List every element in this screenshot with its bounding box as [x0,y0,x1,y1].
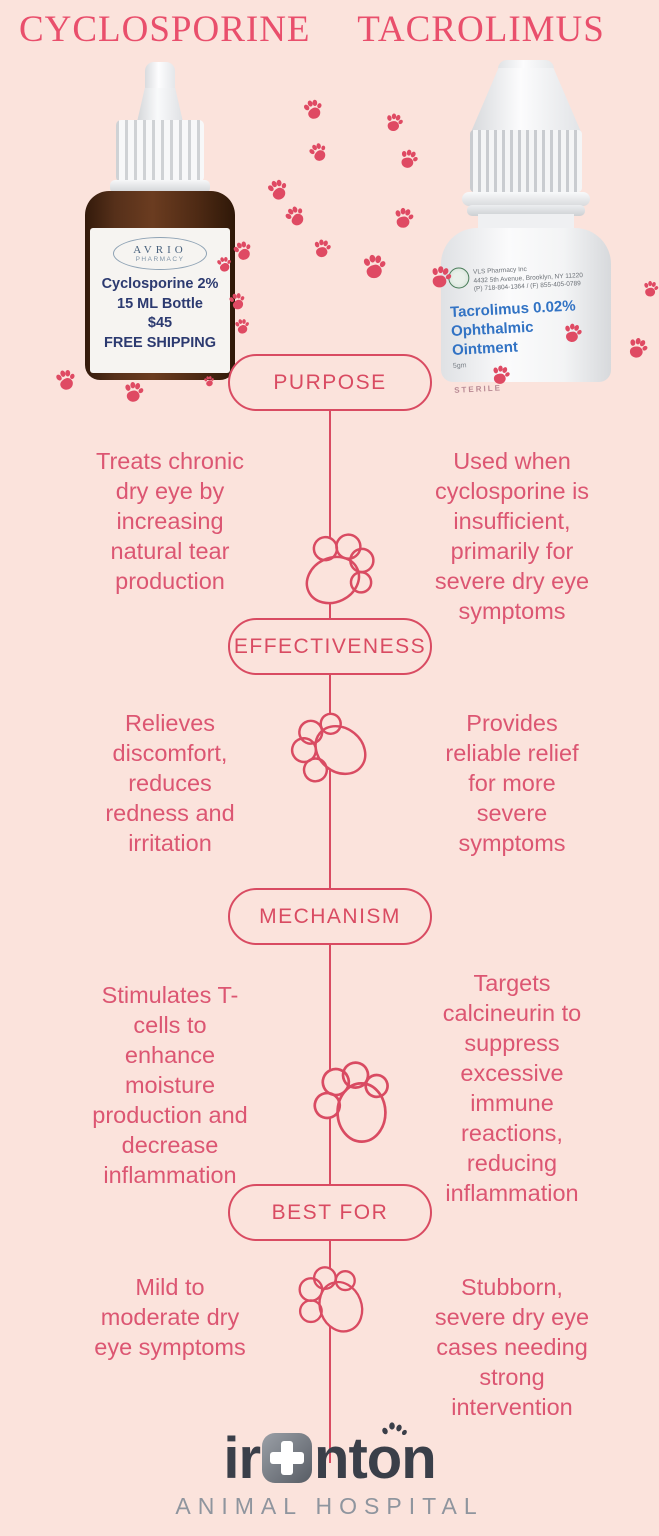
paw-print-icon [639,277,659,301]
ribbed-cap [470,130,582,192]
brand-sub: PHARMACY [135,256,185,263]
cyclosporine-title: CYCLOSPORINE [18,9,311,50]
paw-print-icon [224,288,251,315]
cap-ring-lower [467,205,585,216]
dropper-tip [145,62,175,90]
bottle-neck [478,214,574,230]
paw-print-icon [380,108,408,136]
avrio-pharmacy-logo: AVRIO PHARMACY [113,237,207,270]
effectiveness-tacrolimus-text: Provides reliable relief for more severe… [445,710,579,856]
paw-print-icon [201,373,217,389]
paw-print-icon [49,363,81,395]
dropper-shoulder [137,88,183,122]
purpose-tacrolimus-text: Used when cyclosporine is insufficient, … [434,448,590,624]
tacrolimus-title: TACROLIMUS [357,9,605,50]
cyclosporine-label: AVRIO PHARMACY Cyclosporine 2% 15 ML Bot… [90,228,230,373]
paw-print-icon [620,330,654,364]
logo-text-prefix: ir [223,1426,261,1491]
bestfor-cyclosporine-text: Mild to moderate dry eye symptoms [94,1274,246,1360]
sterile-text: STERILE [453,382,503,395]
logo-o-with-paw: o [367,1422,408,1490]
paw-print-icon [393,143,425,175]
paw-print-icon [358,250,390,282]
cap-collar [110,180,210,193]
paw-toes-icon [382,1422,408,1435]
cone-cap [471,68,581,132]
pharmacy-address: VLS Pharmacy Inc 4432 5th Avenue, Brookl… [472,265,584,293]
cap-ring [462,192,590,206]
effectiveness-pill: EFFECTIVENESS [228,618,432,675]
paw-print-icon [558,318,587,347]
paw-print-icon [388,202,418,232]
cyclosporine-label-text: Cyclosporine 2% 15 ML Bottle $45 FREE SH… [101,276,219,351]
mechanism-cyclosporine-text: Stimulates T- cells to enhance moisture … [92,982,248,1188]
logo-text-mid: nt [314,1426,368,1491]
brand-name: AVRIO [133,244,187,256]
paw-print-icon [486,360,516,390]
tacrolimus-bottle-image: VLS Pharmacy Inc 4432 5th Avenue, Brookl… [438,60,613,394]
animal-hospital-subtitle: ANIMAL HOSPITAL [175,1493,484,1519]
paw-print-icon [231,315,254,338]
medical-cross-icon [262,1433,313,1483]
paw-print-icon [297,93,329,125]
cyclosporine-bottle-image: AVRIO PHARMACY Cyclosporine 2% 15 ML Bot… [85,62,235,380]
bestfor-tacrolimus-text: Stubborn, severe dry eye cases needing s… [434,1274,590,1420]
ribbed-cap [116,120,204,182]
paw-print-icon [302,136,334,168]
purpose-cyclosporine-text: Treats chronic dry eye by increasing nat… [95,448,244,594]
purpose-pill: PURPOSE [228,354,432,411]
paw-print-icon [119,377,149,407]
header: CYCLOSPORINE TACROLIMUS [0,8,659,51]
best-for-pill: BEST FOR [228,1184,432,1241]
amber-bottle-body: AVRIO PHARMACY Cyclosporine 2% 15 ML Bot… [85,191,235,380]
mechanism-tacrolimus-text: Targets calcineurin to suppress excessiv… [442,970,582,1206]
paw-print-icon [277,198,313,234]
logo-text-suffix: n [401,1426,436,1491]
mechanism-pill: MECHANISM [228,888,432,945]
effectiveness-cyclosporine-text: Relieves discomfort, reduces redness and… [105,710,235,856]
paw-print-icon [212,252,235,275]
paw-print-icon [260,172,294,206]
paw-print-icon [309,235,335,261]
white-bottle-body: VLS Pharmacy Inc 4432 5th Avenue, Brookl… [441,228,611,394]
